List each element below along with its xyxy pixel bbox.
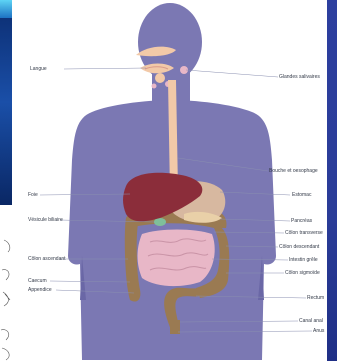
label-colon-descendant: Côlon descendant — [279, 244, 319, 250]
label-colon-ascendant: Côlon ascendant — [28, 256, 66, 262]
label-colon-transverse: Côlon transverse — [285, 230, 323, 236]
label-anus: Anus — [313, 328, 324, 334]
gallbladder — [154, 218, 166, 226]
label-pancreas: Pancréas — [291, 218, 312, 224]
label-canal-anal: Canal anal — [299, 318, 323, 324]
label-colon-sigmoide: Côlon sigmoïde — [285, 270, 320, 276]
label-intestin-grele: Intestin grêle — [289, 257, 318, 263]
label-glandes-salivaires: Glandes salivaires — [279, 74, 320, 80]
label-estomac: Estomac — [292, 192, 311, 198]
small-intestine — [138, 230, 215, 287]
label-vesicule-biliaire: Vésicule biliaire — [28, 217, 63, 223]
label-langue: Langue — [30, 66, 47, 72]
label-bouche-oesophage: Bouche et oesophage — [269, 168, 318, 174]
label-appendice: Appendice — [28, 287, 52, 293]
label-rectum: Rectum — [307, 295, 324, 301]
label-caecum: Caecum — [28, 278, 47, 284]
label-foie: Foie — [28, 192, 38, 198]
